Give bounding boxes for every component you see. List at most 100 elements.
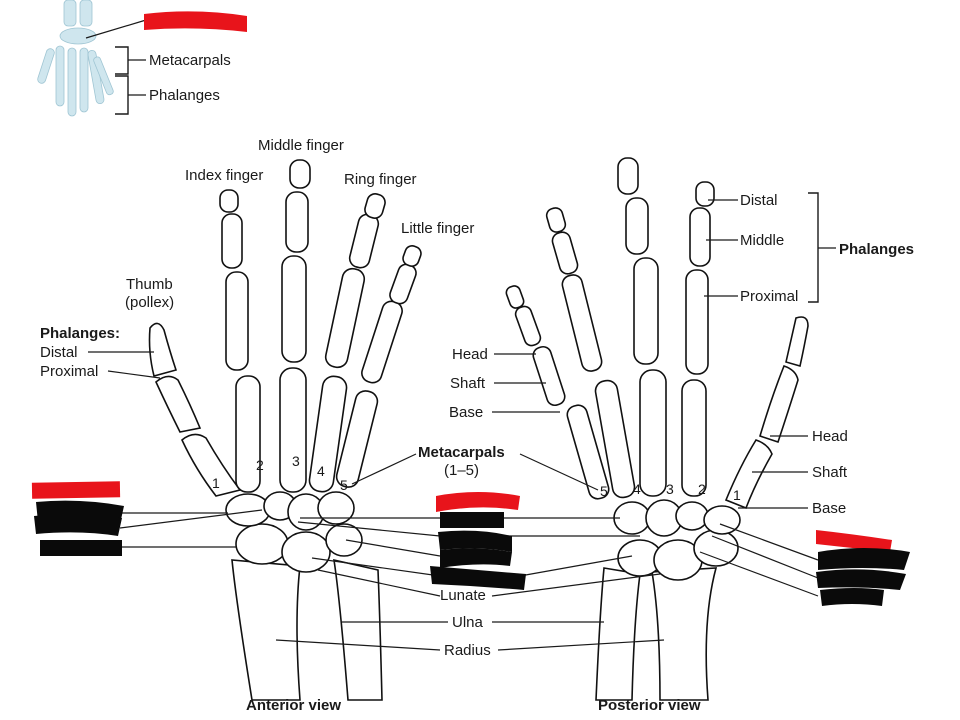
anterior-ring-distal	[364, 193, 386, 219]
redaction-center-black-2	[438, 530, 512, 552]
posterior-index-proximal	[685, 269, 709, 375]
anterior-middle-distal	[289, 159, 311, 189]
anterior-index-proximal	[225, 271, 249, 371]
redaction-right-black-1	[818, 548, 910, 570]
posterior-base-right-label: Base	[812, 500, 846, 517]
posterior-little-metacarpal	[566, 404, 610, 500]
center-ulna-label: Ulna	[452, 614, 484, 631]
posterior-ring-distal	[545, 207, 567, 233]
anterior-hand-bones	[148, 159, 422, 701]
posterior-thumb-proximal	[759, 365, 799, 444]
posterior-metacarpal-number-2: 2	[698, 481, 706, 497]
posterior-thumb-distal	[785, 316, 809, 368]
posterior-middle-label: Middle	[740, 232, 784, 249]
anterior-ring-middle	[348, 213, 380, 269]
posterior-metacarpal-number-3: 3	[666, 481, 674, 497]
posterior-scaphoid	[693, 529, 739, 567]
anterior-index-finger-label: Index finger	[185, 167, 263, 184]
thumbnail-carpals-leader	[85, 19, 147, 39]
anterior-distal-label: Distal	[40, 344, 78, 361]
anterior-metacarpal-number-4: 4	[317, 463, 325, 479]
anterior-hamate	[317, 491, 355, 525]
anterior-little-metacarpal	[335, 390, 379, 488]
posterior-ring-middle	[551, 231, 579, 275]
anterior-thumb-metacarpal	[181, 433, 242, 497]
anterior-scaphoid	[235, 523, 289, 565]
redaction-left-black-3	[40, 540, 122, 556]
center-lunate-label: Lunate	[440, 587, 486, 604]
anterior-proximal-label: Proximal	[40, 363, 98, 380]
posterior-phalanges-label: Phalanges	[839, 241, 914, 258]
posterior-ring-metacarpal	[594, 379, 636, 499]
redaction-right-black-2	[816, 569, 906, 590]
anterior-little-distal	[402, 245, 422, 267]
posterior-head-right-label: Head	[812, 428, 848, 445]
anterior-index-distal	[219, 189, 239, 213]
anterior-middle-metacarpal	[279, 367, 307, 493]
anterior-ring-metacarpal	[308, 375, 348, 493]
anterior-ring-proximal	[324, 267, 366, 369]
anterior-ulna-bone	[333, 558, 383, 701]
redaction-left-black-2	[34, 514, 122, 536]
posterior-ring-proximal	[561, 274, 603, 372]
center-metacarpals-label: Metacarpals	[418, 444, 505, 461]
thumbnail-phalanges-label: Phalanges	[149, 87, 220, 104]
anterior-index-middle	[221, 213, 243, 269]
anterior-middle-proximal	[281, 255, 307, 363]
anterior-lunate	[281, 531, 331, 573]
posterior-hand-bones	[505, 157, 809, 701]
posterior-base-left-label: Base	[449, 404, 483, 421]
anterior-radius-bone	[231, 559, 301, 701]
thumbnail-phalanges-bracket	[115, 75, 129, 115]
posterior-trapezoid	[675, 501, 709, 531]
posterior-index-middle	[689, 207, 711, 267]
anterior-index-metacarpal	[235, 375, 261, 493]
redaction-thumbnail-carpals	[144, 11, 247, 32]
redaction-right-red	[816, 530, 892, 552]
posterior-little-proximal	[532, 345, 566, 407]
anterior-trapezium	[225, 493, 271, 527]
redaction-center-black-4	[430, 566, 526, 590]
posterior-metacarpal-number-4: 4	[633, 481, 641, 497]
posterior-radius-bone	[651, 567, 718, 701]
posterior-distal-label: Distal	[740, 192, 778, 209]
posterior-head-left-label: Head	[452, 346, 488, 363]
redaction-center-red	[436, 492, 520, 512]
posterior-middle-middle	[625, 197, 649, 255]
anterior-little-middle	[389, 263, 417, 305]
anterior-metacarpal-number-2: 2	[256, 457, 264, 473]
anterior-thumb-distal	[148, 322, 178, 377]
redaction-left-red	[31, 481, 121, 499]
anterior-thumb-label: Thumb	[126, 276, 173, 293]
posterior-little-middle	[514, 305, 542, 347]
posterior-middle-metacarpal	[639, 369, 667, 497]
anterior-metacarpal-number-3: 3	[292, 453, 300, 469]
anterior-pisiform	[325, 523, 363, 557]
anterior-middle-finger-label: Middle finger	[258, 137, 344, 154]
posterior-metacarpal-number-5: 5	[600, 483, 608, 499]
anterior-metacarpal-number-5: 5	[340, 477, 348, 493]
center-metacarpals-range: (1–5)	[444, 462, 479, 479]
anterior-middle-middle	[285, 191, 309, 253]
anterior-thumb-proximal	[155, 375, 202, 433]
redaction-center-black-3	[440, 548, 512, 568]
posterior-proximal-label: Proximal	[740, 288, 798, 305]
anterior-little-finger-label: Little finger	[401, 220, 474, 237]
posterior-shaft-right-label: Shaft	[812, 464, 848, 481]
anterior-metacarpal-number-1: 1	[212, 475, 220, 491]
posterior-thumb-metacarpal	[724, 439, 773, 510]
thumbnail-metacarpals-bracket	[115, 46, 129, 75]
thumbnail-hand	[37, 0, 114, 117]
posterior-little-distal	[505, 285, 525, 309]
thumbnail-metacarpals-label: Metacarpals	[149, 52, 231, 69]
posterior-index-metacarpal	[681, 379, 707, 497]
posterior-shaft-left-label: Shaft	[450, 375, 486, 392]
redaction-right-black-3	[820, 588, 884, 606]
anterior-ring-finger-label: Ring finger	[344, 171, 417, 188]
posterior-phalanges-bracket	[808, 192, 819, 303]
posterior-middle-distal	[617, 157, 639, 195]
posterior-middle-proximal	[633, 257, 659, 365]
anterior-view-label: Anterior view	[246, 697, 341, 714]
